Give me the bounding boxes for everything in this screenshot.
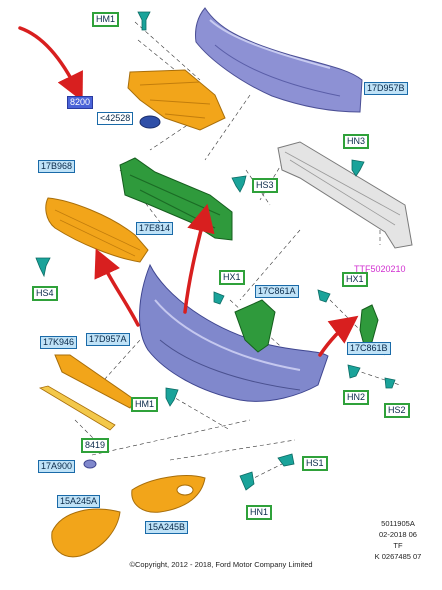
callout-hs3: HS3	[252, 178, 278, 193]
callout-hs1: HS1	[302, 456, 328, 471]
callout-15a245a: 15A245A	[57, 495, 101, 508]
code-line-4: K 0267485 07	[374, 552, 422, 561]
upper-bumper-cover	[195, 7, 363, 113]
callout-17d957a: 17D957A	[86, 333, 130, 346]
callout-8419: 8419	[81, 438, 110, 453]
callout-hs2: HS2	[384, 403, 410, 418]
front-bumper-cover	[139, 263, 329, 402]
code-line-3: TF	[393, 541, 403, 550]
side-bracket-right	[359, 304, 379, 346]
callout-hm1-top: HM1	[92, 12, 120, 27]
bumper-beam	[277, 141, 413, 249]
grille-bracket	[127, 69, 226, 131]
callout-17d957b: 17D957B	[364, 82, 408, 95]
callout-15a245b: 15A245B	[145, 521, 189, 534]
copyright-notice: ©Copyright, 2012 - 2018, Ford Motor Comp…	[129, 560, 313, 569]
callout-17k946: 17K946	[40, 336, 78, 349]
callout-hn2: HN2	[343, 390, 370, 405]
callout-17c861a: 17C861A	[255, 285, 299, 298]
callout-17a900: 17A900	[38, 460, 76, 473]
fog-lamp-bezel-left	[51, 508, 121, 558]
lower-trim-strip	[38, 385, 116, 431]
callout-hx1-left: HX1	[219, 270, 245, 285]
document-code: 5011905A 02-2018 06 TF K 0267485 07	[360, 518, 436, 562]
fasteners	[35, 11, 396, 491]
callout-hs4: HS4	[32, 286, 58, 301]
callout-8200: 8200	[67, 96, 94, 109]
callout-17e814: 17E814	[136, 222, 174, 235]
ref-ttf5020210: TTF5020210	[354, 264, 406, 274]
callout-hx1-right: HX1	[342, 272, 368, 287]
code-line-2: 02-2018 06	[379, 530, 417, 539]
assembly-arrows	[18, 26, 359, 357]
code-line-1: 5011905A	[381, 519, 415, 528]
fog-lamp-bezel-right	[131, 475, 206, 513]
callout-hn1: HN1	[246, 505, 273, 520]
side-bracket-left	[234, 299, 276, 353]
emblem-part	[139, 115, 161, 129]
callout-17c861b: 17C861B	[347, 342, 391, 355]
callout-42528: <42528	[97, 112, 134, 125]
callout-hn3: HN3	[343, 134, 370, 149]
clip-17a900	[83, 459, 97, 469]
callout-hm1-bottom: HM1	[131, 397, 159, 412]
callout-17b968: 17B968	[38, 160, 76, 173]
